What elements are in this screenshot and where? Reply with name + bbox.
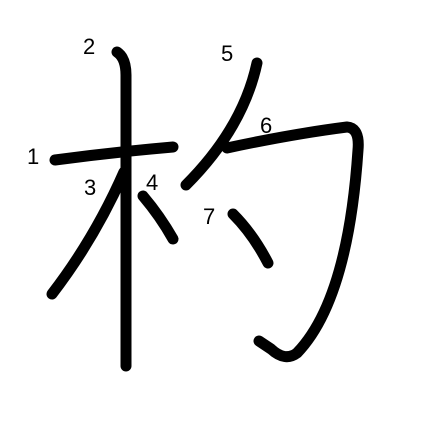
stroke-label-7: 7: [203, 204, 216, 229]
stroke-6: [221, 121, 364, 363]
stroke-2: [111, 46, 132, 372]
stroke-4: [137, 190, 179, 245]
stroke-label-3: 3: [84, 175, 97, 200]
stroke-1: [49, 141, 179, 166]
stroke-label-5: 5: [221, 41, 234, 66]
stroke-7: [227, 208, 274, 269]
stroke-label-4: 4: [146, 170, 159, 195]
stroke-label-2: 2: [83, 34, 96, 59]
stroke-5: [180, 57, 263, 191]
stroke-label-1: 1: [27, 144, 40, 169]
stroke-label-6: 6: [260, 113, 273, 138]
stroke-3: [46, 166, 130, 300]
